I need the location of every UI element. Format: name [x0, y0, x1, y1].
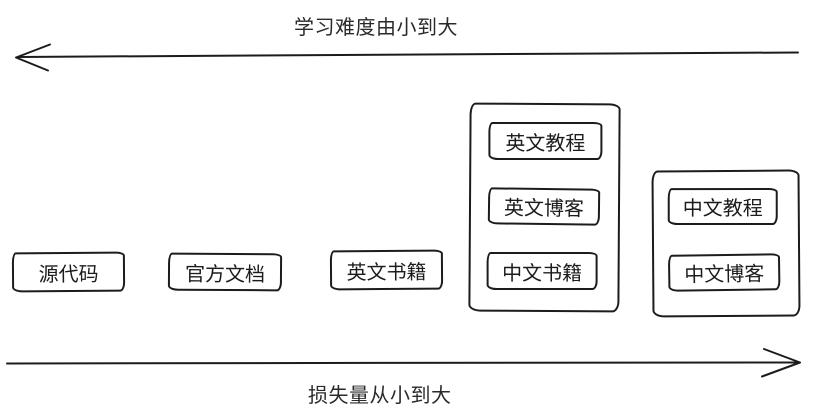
node-label: 源代码 — [38, 263, 99, 286]
learning-difficulty-axis-label: 学习难度由小到大 — [294, 17, 458, 39]
left-arrowhead-icon — [15, 43, 51, 72]
node-english-blogs: 英文博客 — [487, 187, 601, 226]
node-english-tutorials: 英文教程 — [488, 121, 603, 161]
node-official-docs: 官方文档 — [167, 252, 283, 292]
node-label: 英文书籍 — [346, 261, 427, 284]
group-chinese-resources: 中文教程 中文博客 — [651, 169, 801, 318]
node-chinese-books: 中文书籍 — [486, 251, 598, 291]
right-arrowhead-icon — [761, 348, 801, 378]
node-source-code: 源代码 — [11, 251, 126, 293]
loss-axis-label: 损失量从小到大 — [308, 385, 452, 407]
node-english-books: 英文书籍 — [329, 249, 444, 291]
learning-difficulty-arrow-line — [17, 51, 799, 58]
node-label: 中文教程 — [682, 197, 763, 221]
node-label: 中文书籍 — [502, 262, 583, 285]
node-label: 官方文档 — [184, 263, 266, 286]
node-label: 英文博客 — [503, 197, 585, 221]
group-english-resources: 英文教程 英文博客 中文书籍 — [468, 102, 621, 313]
node-chinese-blogs: 中文博客 — [667, 253, 781, 292]
loss-arrow-line — [6, 361, 798, 365]
node-label: 英文教程 — [505, 132, 586, 155]
node-chinese-tutorials: 中文教程 — [667, 187, 778, 226]
node-label: 中文博客 — [684, 263, 765, 287]
